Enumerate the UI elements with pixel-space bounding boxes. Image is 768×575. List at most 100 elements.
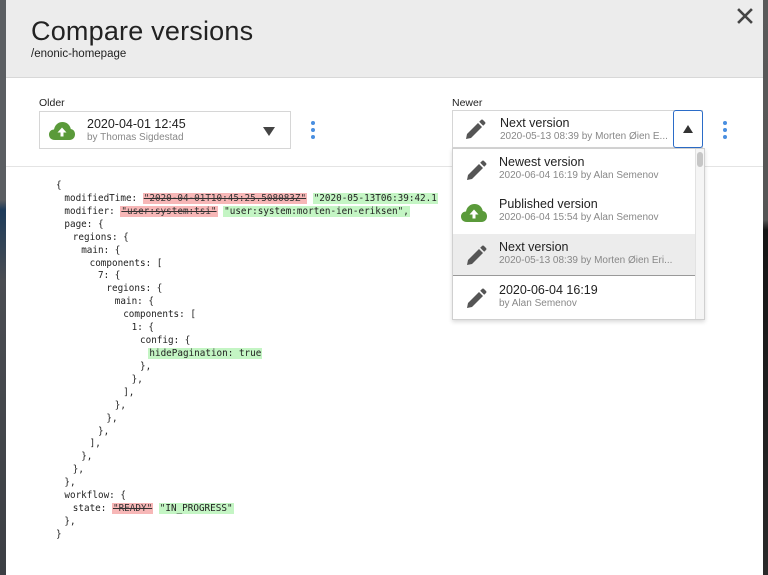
diff-text: }, <box>106 412 118 424</box>
page-backdrop-right <box>762 0 768 575</box>
option-subtitle: 2020-06-04 16:19 by Alan Semenov <box>499 170 659 181</box>
diff-added-value: hidePagination: true <box>148 347 263 359</box>
close-button[interactable] <box>735 6 755 26</box>
older-options-button[interactable] <box>308 121 318 141</box>
diff-text: workflow: { <box>64 490 126 502</box>
diff-line: hidePagination: true <box>50 347 438 361</box>
diff-line: }, <box>50 464 438 477</box>
diff-text: }, <box>72 464 84 476</box>
diff-text: main: { <box>114 296 154 308</box>
newer-version-title: Next version <box>500 116 570 130</box>
dialog-title: Compare versions <box>31 16 254 46</box>
diff-line: } <box>50 529 438 542</box>
dropdown-option-published-version[interactable]: Published version 2020-06-04 15:54 by Al… <box>453 191 697 233</box>
option-title: Newest version <box>499 155 585 169</box>
diff-line: ], <box>50 438 438 451</box>
diff-line: components: [ <box>50 258 438 271</box>
diff-text: ], <box>89 438 101 450</box>
content-path: /enonic-homepage <box>31 48 127 60</box>
diff-added-value: "IN_PROGRESS" <box>158 503 234 515</box>
option-subtitle: by Alan Semenov <box>499 298 577 309</box>
diff-text: page: { <box>64 218 104 230</box>
cloud-upload-icon <box>49 122 75 140</box>
diff-text: }, <box>114 399 126 411</box>
diff-added-value: "user:system:morten-ien-eriksen", <box>223 205 410 217</box>
diff-line: { <box>50 180 438 193</box>
diff-line: 1: { <box>50 322 438 335</box>
scrollbar-thumb[interactable] <box>697 152 703 167</box>
diff-text: components: [ <box>123 309 196 321</box>
diff-added-value: "2020-05-13T06:39:42.1 <box>312 192 438 204</box>
diff-text: 1: { <box>131 322 154 334</box>
diff-removed-value: "user:system:tsi" <box>120 205 218 217</box>
pencil-icon <box>467 245 487 265</box>
diff-line: }, <box>50 426 438 439</box>
older-version-select[interactable]: 2020-04-01 12:45 by Thomas Sigdestad <box>39 111 291 149</box>
diff-text: }, <box>64 515 76 527</box>
diff-line: }, <box>50 413 438 426</box>
diff-text: regions: { <box>106 283 163 295</box>
diff-line: }, <box>50 400 438 413</box>
diff-text: main: { <box>81 244 121 256</box>
diff-line: ], <box>50 387 438 400</box>
diff-line: regions: { <box>50 283 438 296</box>
older-version-author: by Thomas Sigdestad <box>87 132 184 143</box>
diff-text: 7: { <box>98 270 121 282</box>
option-subtitle: 2020-05-13 08:39 by Morten Øien Eri... <box>499 255 673 266</box>
option-title: Next version <box>499 240 569 254</box>
newer-version-select[interactable]: Next version 2020-05-13 08:39 by Morten … <box>452 110 703 148</box>
close-icon <box>737 8 753 24</box>
newer-label: Newer <box>452 97 483 109</box>
diff-line: }, <box>50 477 438 490</box>
compare-versions-dialog: Compare versions /enonic-homepage Older … <box>6 0 763 575</box>
newer-version-dropdown-list[interactable]: Newest version 2020-06-04 16:19 by Alan … <box>452 148 705 320</box>
diff-line: state: "READY" "IN_PROGRESS" <box>50 503 438 516</box>
diff-line: modifier: "user:system:tsi" "user:system… <box>50 205 438 219</box>
diff-line: main: { <box>50 245 438 258</box>
dropdown-option-next-version[interactable]: Next version 2020-05-13 08:39 by Morten … <box>453 234 697 276</box>
newer-version-author: 2020-05-13 08:39 by Morten Øien E... <box>500 131 668 142</box>
version-selectors: Older 2020-04-01 12:45 by Thomas Sigdest… <box>6 78 763 167</box>
dropdown-scrollbar[interactable] <box>695 149 704 319</box>
newer-options-button[interactable] <box>720 121 730 141</box>
option-title: 2020-06-04 16:19 <box>499 283 598 297</box>
chevron-up-icon <box>683 125 693 133</box>
pencil-icon <box>467 160 487 180</box>
diff-line: modifiedTime: "2020-04-01T10:45:25.50808… <box>50 192 438 206</box>
diff-text: components: [ <box>89 257 163 269</box>
dropdown-option-newest-version[interactable]: Newest version 2020-06-04 16:19 by Alan … <box>453 149 697 191</box>
diff-text: } <box>56 528 62 540</box>
diff-line: workflow: { <box>50 490 438 503</box>
diff-line: regions: { <box>50 232 438 245</box>
diff-line: }, <box>50 361 438 374</box>
diff-line: }, <box>50 451 438 464</box>
older-version-title: 2020-04-01 12:45 <box>87 117 186 131</box>
diff-line: config: { <box>50 335 438 348</box>
dropdown-option-2020-06-04-1619[interactable]: 2020-06-04 16:19 by Alan Semenov <box>453 277 697 319</box>
page-backdrop-left <box>0 0 6 575</box>
diff-line: }, <box>50 374 438 387</box>
diff-text: state: <box>72 503 112 515</box>
diff-line: main: { <box>50 296 438 309</box>
diff-text: }, <box>140 360 152 372</box>
diff-text: regions: { <box>72 231 129 243</box>
diff-removed-value: "READY" <box>111 503 154 515</box>
pencil-icon <box>466 119 486 139</box>
dialog-header: Compare versions /enonic-homepage <box>6 0 763 78</box>
chevron-down-icon[interactable] <box>263 127 275 136</box>
diff-text: }, <box>81 451 93 463</box>
diff-text: ], <box>123 386 135 398</box>
cloud-upload-icon <box>461 204 487 222</box>
diff-line: components: [ <box>50 309 438 322</box>
diff-text: modifiedTime: <box>64 192 143 204</box>
diff-text: modifier: <box>64 205 121 217</box>
diff-line: }, <box>50 516 438 529</box>
option-title: Published version <box>499 197 598 211</box>
diff-text: }, <box>64 477 76 489</box>
pencil-icon <box>467 288 487 308</box>
diff-text: config: { <box>140 335 191 347</box>
older-label: Older <box>39 97 65 109</box>
diff-text: { <box>56 180 62 191</box>
diff-line: 7: { <box>50 270 438 283</box>
dropdown-toggle-button[interactable] <box>673 110 703 148</box>
